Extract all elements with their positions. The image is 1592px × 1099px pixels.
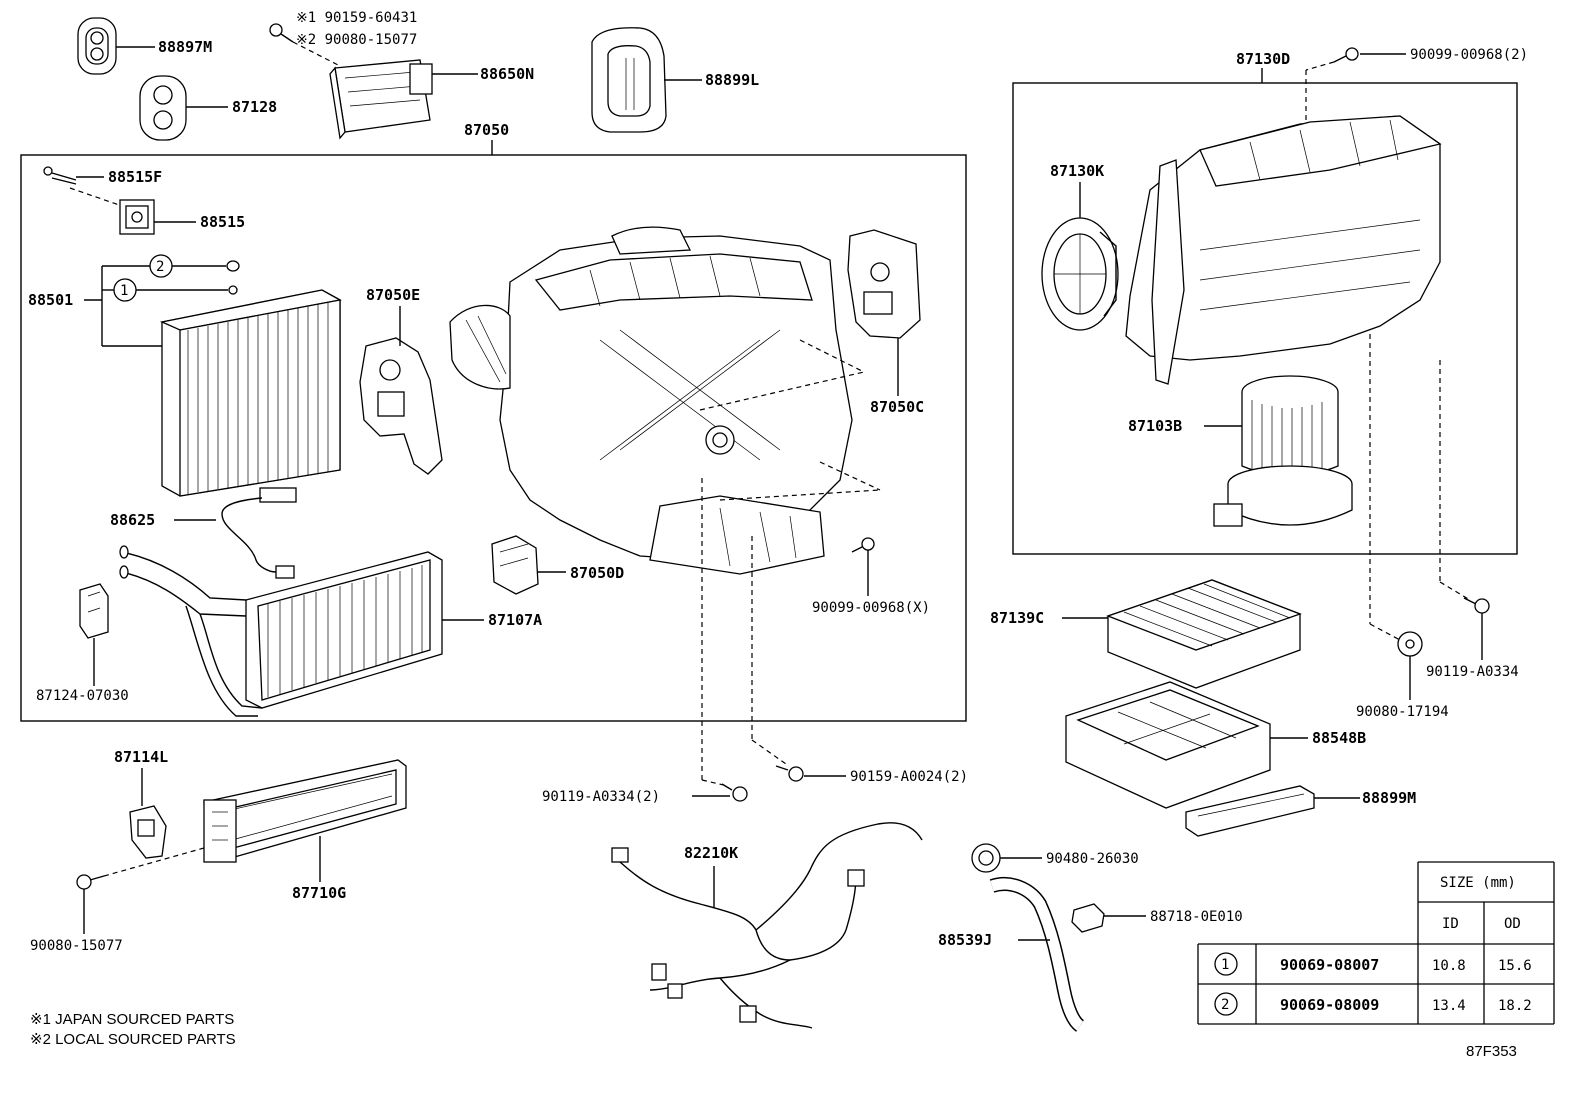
label-90080-15077: 90080-15077 xyxy=(30,938,123,954)
size-table-row1-ref-circle xyxy=(1214,952,1238,976)
screw-90159-A0024-2-drawing xyxy=(775,765,804,782)
label-90099-00968-2: 90099-00968(2) xyxy=(1410,47,1528,63)
label-87710G: 87710G xyxy=(292,884,346,902)
label-87107A: 87107A xyxy=(488,611,542,629)
cabin-filter-87139C-drawing xyxy=(1106,579,1302,689)
label-87139C: 87139C xyxy=(990,609,1044,627)
sensor-88718-0E010-drawing xyxy=(1071,903,1105,933)
label-87130D: 87130D xyxy=(1236,50,1290,68)
clip-87124-07030-drawing xyxy=(79,583,109,639)
diagram-code: 87F353 xyxy=(1466,1043,1517,1060)
label-87050: 87050 xyxy=(464,121,509,139)
note-local-sourced: ※2 LOCAL SOURCED PARTS xyxy=(30,1031,236,1048)
ecu-88650N-drawing xyxy=(329,59,433,140)
label-90099-00968X: 90099-00968(X) xyxy=(812,600,930,616)
label-87128: 87128 xyxy=(232,98,277,116)
bolt-88515F-drawing xyxy=(43,166,77,185)
label-87124-07030: 87124-07030 xyxy=(36,688,129,704)
label-88548B: 88548B xyxy=(1312,729,1366,747)
label-87130K: 87130K xyxy=(1050,162,1104,180)
size-table-row2-ref-circle xyxy=(1214,992,1238,1016)
sensor-87114L-drawing xyxy=(129,805,167,859)
size-table-row2-od: 18.2 xyxy=(1498,998,1532,1014)
ptc-heater-87710G-drawing xyxy=(203,759,407,863)
screw-90099-00968-2-drawing xyxy=(1333,47,1359,63)
size-table-row2-id: 13.4 xyxy=(1432,998,1466,1014)
size-table-row1-ref: 1 xyxy=(1221,957,1229,973)
grommet-88897M-drawing xyxy=(77,17,117,75)
callout-2-text: 2 xyxy=(156,259,164,275)
hose-88539J-drawing xyxy=(989,877,1085,1032)
o-ring-2-drawing xyxy=(226,260,240,272)
grommet-87128-drawing xyxy=(139,75,187,141)
label-88650N: 88650N xyxy=(480,65,534,83)
hvac-unit-87050-drawing xyxy=(449,226,853,575)
grommet-90480-26030-drawing xyxy=(971,843,1001,873)
label-88515F: 88515F xyxy=(108,168,162,186)
seal-88899M-drawing xyxy=(1185,785,1315,837)
servo-87050E-drawing xyxy=(359,337,443,475)
screw-90119-A0334-right-drawing xyxy=(1463,597,1490,614)
servo-87050C-drawing xyxy=(847,229,921,339)
label-88899L: 88899L xyxy=(705,71,759,89)
assembly-frame-87130D xyxy=(1012,82,1518,555)
screw-90080-15077-drawing xyxy=(76,874,105,890)
callout-1-text: 1 xyxy=(120,283,128,299)
screw-90099-00968X-drawing xyxy=(851,537,875,553)
note-japan-sourced: ※1 JAPAN SOURCED PARTS xyxy=(30,1011,234,1028)
size-table-row2-ref: 2 xyxy=(1221,997,1229,1013)
valve-88515-drawing xyxy=(119,199,155,235)
filter-case-88548B-drawing xyxy=(1065,681,1271,809)
scroll-cover-87130K-drawing xyxy=(1041,217,1119,331)
label-82210K: 82210K xyxy=(684,844,738,862)
label-90119-A0334-2: 90119-A0334(2) xyxy=(542,789,660,805)
label-87103B: 87103B xyxy=(1128,417,1182,435)
heater-core-87107A-drawing xyxy=(119,545,443,717)
label-88718-0E010: 88718-0E010 xyxy=(1150,909,1243,925)
label-90480-26030: 90480-26030 xyxy=(1046,851,1139,867)
size-table-row2-part: 90069-08009 xyxy=(1280,996,1379,1014)
blower-case-87130D-drawing xyxy=(1125,115,1442,385)
wire-harness-82210K-drawing xyxy=(611,822,923,1029)
size-table xyxy=(1197,861,1555,1025)
seal-88899L-drawing xyxy=(591,27,667,133)
size-table-row1-od: 15.6 xyxy=(1498,958,1532,974)
size-table-header: SIZE (mm) xyxy=(1440,875,1516,891)
label-87050C: 87050C xyxy=(870,398,924,416)
evaporator-88501-drawing xyxy=(159,289,342,497)
label-90080-15077-top: ※2 90080-15077 xyxy=(296,32,417,48)
o-ring-1-drawing xyxy=(228,285,238,295)
resistor-87050D-drawing xyxy=(491,535,539,595)
screw-90159-60431-drawing xyxy=(269,23,294,43)
sensor-88625-drawing xyxy=(221,487,297,579)
nut-90080-17194-drawing xyxy=(1397,631,1423,657)
label-88539J: 88539J xyxy=(938,931,992,949)
label-87050E: 87050E xyxy=(366,286,420,304)
assembly-frame-87050 xyxy=(20,154,967,722)
label-88625: 88625 xyxy=(110,511,155,529)
label-88899M: 88899M xyxy=(1362,789,1416,807)
size-table-col-od: OD xyxy=(1504,916,1521,932)
label-88515: 88515 xyxy=(200,213,245,231)
screw-90119-A0334-2-drawing xyxy=(721,783,748,802)
blower-motor-87103B-drawing xyxy=(1213,375,1353,527)
label-88501: 88501 xyxy=(28,291,73,309)
label-87050D: 87050D xyxy=(570,564,624,582)
label-90080-17194: 90080-17194 xyxy=(1356,704,1449,720)
label-87114L: 87114L xyxy=(114,748,168,766)
size-table-row1-id: 10.8 xyxy=(1432,958,1466,974)
label-90159-A0024-2: 90159-A0024(2) xyxy=(850,769,968,785)
size-table-row1-part: 90069-08007 xyxy=(1280,956,1379,974)
label-90159-60431: ※1 90159-60431 xyxy=(296,10,417,26)
label-90119-A0334-right: 90119-A0334 xyxy=(1426,664,1519,680)
size-table-col-id: ID xyxy=(1442,916,1459,932)
label-88897M: 88897M xyxy=(158,38,212,56)
